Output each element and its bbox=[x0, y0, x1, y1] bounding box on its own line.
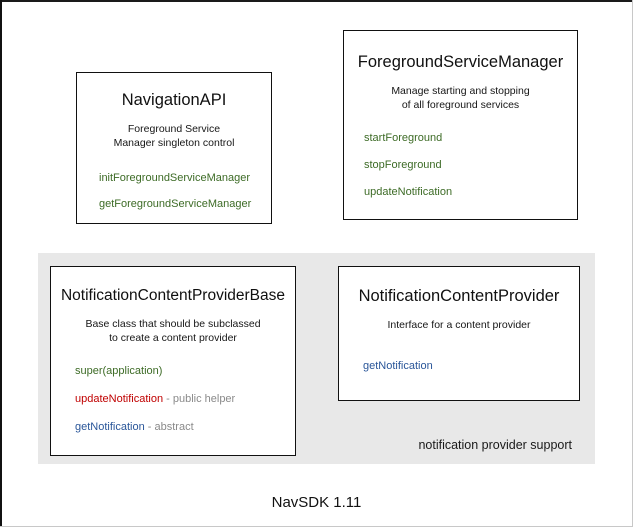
member-name: updateNotification bbox=[75, 392, 164, 405]
class-box-navigation-api[interactable]: NavigationAPI Foreground Service Manager… bbox=[76, 72, 272, 224]
class-description-line: to create a content provider bbox=[109, 331, 237, 344]
member-name: updateNotification bbox=[364, 185, 453, 198]
member-row[interactable]: getNotification bbox=[363, 360, 571, 374]
class-title: NotificationContentProviderBase bbox=[60, 287, 285, 304]
class-box-notification-content-provider-base[interactable]: NotificationContentProviderBase Base cla… bbox=[50, 266, 296, 456]
member-name: stopForeground bbox=[364, 159, 442, 172]
member-note: - public helper bbox=[163, 392, 236, 405]
diagram-footer-caption: NavSDK 1.11 bbox=[271, 494, 362, 511]
class-description: Manage starting and stopping of all fore… bbox=[354, 84, 567, 112]
member-name: super(application) bbox=[75, 365, 163, 378]
member-row[interactable]: stopForeground bbox=[364, 159, 567, 173]
class-description-line: Manage starting and stopping bbox=[391, 84, 530, 97]
member-list: getNotification bbox=[347, 360, 571, 374]
class-description-line: Base class that should be subclassed bbox=[85, 317, 261, 330]
member-row[interactable]: getForegroundServiceManager bbox=[99, 198, 261, 212]
class-description-line: Interface for a content provider bbox=[387, 318, 531, 331]
class-description-line: of all foreground services bbox=[401, 99, 520, 112]
class-title: ForegroundServiceManager bbox=[357, 53, 564, 71]
member-row[interactable]: startForeground bbox=[364, 132, 567, 146]
group-panel-label: notification provider support bbox=[418, 438, 572, 452]
member-row[interactable]: updateNotification bbox=[364, 186, 567, 200]
class-box-foreground-service-manager[interactable]: ForegroundServiceManager Manage starting… bbox=[343, 30, 578, 220]
member-row[interactable]: getNotification - abstract bbox=[75, 421, 287, 435]
member-list: startForeground stopForeground updateNot… bbox=[354, 132, 567, 199]
frame-left-edge bbox=[0, 0, 2, 527]
member-note: - abstract bbox=[144, 420, 194, 433]
class-description: Base class that should be subclassed to … bbox=[59, 317, 287, 345]
member-row[interactable]: super(application) bbox=[75, 365, 287, 379]
member-name: getNotification bbox=[75, 420, 145, 433]
member-name: getForegroundServiceManager bbox=[99, 198, 252, 211]
member-row[interactable]: updateNotification - public helper bbox=[75, 393, 287, 407]
class-box-notification-content-provider[interactable]: NotificationContentProvider Interface fo… bbox=[338, 266, 580, 401]
frame-top-edge bbox=[0, 0, 633, 2]
member-name: getNotification bbox=[363, 360, 433, 373]
member-name: initForegroundServiceManager bbox=[99, 172, 251, 185]
member-list: super(application) updateNotification - … bbox=[59, 365, 287, 434]
class-description: Foreground Service Manager singleton con… bbox=[87, 122, 261, 150]
class-description: Interface for a content provider bbox=[347, 318, 571, 332]
class-description-line: Manager singleton control bbox=[113, 137, 235, 150]
class-title: NotificationContentProvider bbox=[358, 287, 560, 305]
member-list: initForegroundServiceManager getForegrou… bbox=[87, 172, 261, 212]
class-description-line: Foreground Service bbox=[127, 122, 221, 135]
member-name: startForeground bbox=[364, 132, 443, 145]
member-row[interactable]: initForegroundServiceManager bbox=[99, 172, 261, 186]
class-title: NavigationAPI bbox=[121, 91, 227, 109]
